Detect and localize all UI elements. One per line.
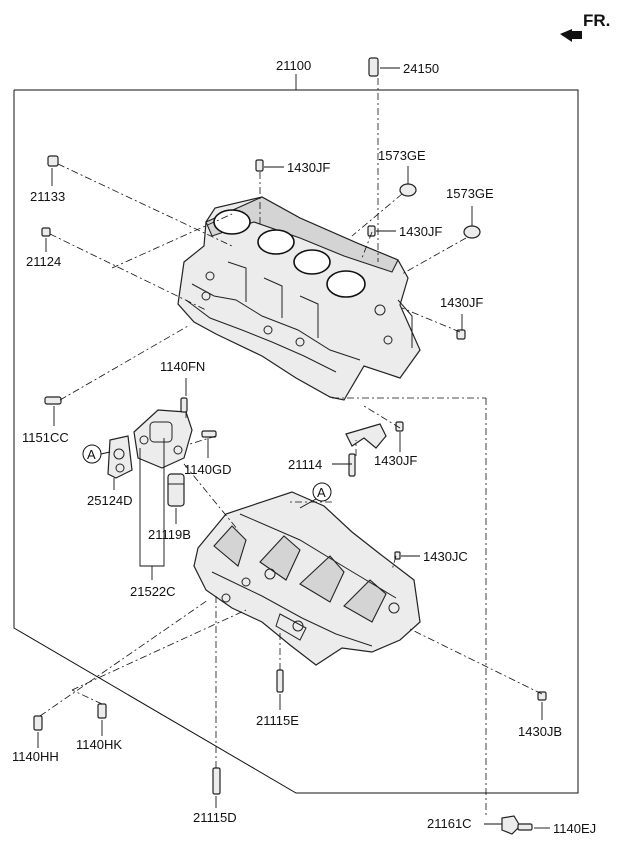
- leader-lines: [37, 67, 550, 829]
- dowel-pin-right[interactable]: [456, 329, 466, 340]
- bolt-1140hk[interactable]: [97, 703, 107, 719]
- expansion-plug-left[interactable]: [399, 183, 417, 197]
- part-label-1430jf-cap[interactable]: 1430JF: [374, 453, 417, 468]
- dowel-pin-1430jc[interactable]: [394, 551, 401, 560]
- bearing-cap-21114[interactable]: [345, 423, 387, 449]
- oil-jet-21161c[interactable]: [501, 815, 521, 835]
- part-label-1430jf-right[interactable]: 1430JF: [440, 295, 483, 310]
- plug-21124[interactable]: [41, 227, 51, 237]
- oil-filter-bracket[interactable]: [133, 409, 193, 469]
- bolt-21114[interactable]: [348, 453, 356, 477]
- part-label-1151cc[interactable]: 1151CC: [22, 430, 69, 445]
- part-label-21161c[interactable]: 21161C: [427, 816, 472, 831]
- installation-lines: [39, 78, 543, 818]
- dowel-pin-24150[interactable]: [368, 57, 379, 77]
- part-labels: 24150 1430JF 1573GE 1573GE 21133 1430JF …: [12, 61, 596, 836]
- cylinder-block[interactable]: [177, 196, 421, 401]
- part-label-1140fn[interactable]: 1140FN: [160, 359, 205, 374]
- part-label-21115d[interactable]: 21115D: [193, 810, 237, 825]
- oil-filter-gasket[interactable]: [107, 435, 133, 479]
- reference-callout-left: A: [82, 444, 111, 464]
- reference-callout-left-label: A: [87, 447, 96, 462]
- reference-callout-right: A: [299, 482, 332, 509]
- assembly-number: 21100: [276, 58, 311, 73]
- dowel-pin-top[interactable]: [255, 159, 264, 172]
- part-label-1140hh[interactable]: 1140HH: [12, 749, 59, 764]
- part-label-24150[interactable]: 24150: [403, 61, 439, 76]
- part-label-1430jb[interactable]: 1430JB: [518, 724, 562, 739]
- reference-callout-right-label: A: [317, 485, 326, 500]
- part-label-1430jf-top[interactable]: 1430JF: [287, 160, 330, 175]
- part-label-1140hk[interactable]: 1140HK: [76, 737, 122, 752]
- part-label-21119b[interactable]: 21119B: [148, 527, 191, 542]
- front-direction-indicator: FR.: [560, 11, 610, 42]
- part-label-21115e[interactable]: 21115E: [256, 713, 299, 728]
- part-label-1573ge-right[interactable]: 1573GE: [446, 186, 494, 201]
- check-valve[interactable]: [167, 473, 185, 507]
- part-label-1573ge-left[interactable]: 1573GE: [378, 148, 426, 163]
- part-label-1140gd[interactable]: 1140GD: [184, 462, 231, 477]
- dowel-pin-cap[interactable]: [395, 421, 404, 432]
- part-label-1140ej[interactable]: 1140EJ: [553, 821, 596, 836]
- part-label-1430jc[interactable]: 1430JC: [423, 549, 468, 564]
- bolt-1140gd[interactable]: [201, 430, 217, 438]
- dowel-pin-1430jb[interactable]: [537, 691, 547, 701]
- part-label-1430jf-mid[interactable]: 1430JF: [399, 224, 442, 239]
- part-label-21133[interactable]: 21133: [30, 189, 65, 204]
- bolt-1140fn[interactable]: [180, 397, 188, 413]
- bolt-1140hh[interactable]: [33, 715, 43, 731]
- part-label-21522c[interactable]: 21522C: [130, 584, 176, 599]
- plug-21133[interactable]: [47, 155, 59, 167]
- assembly-frame: [13, 89, 579, 794]
- bolt-21115d[interactable]: [212, 767, 221, 795]
- stud-1151cc[interactable]: [44, 396, 62, 405]
- part-label-21124[interactable]: 21124: [26, 254, 61, 269]
- front-arrow-icon: [560, 29, 582, 42]
- part-label-21114[interactable]: 21114: [288, 457, 322, 472]
- lower-bedplate[interactable]: [193, 491, 421, 666]
- expansion-plug-right[interactable]: [463, 225, 481, 239]
- part-label-25124d[interactable]: 25124D: [87, 493, 133, 508]
- dowel-pin-mid[interactable]: [367, 225, 376, 237]
- bolt-21115e[interactable]: [276, 669, 284, 693]
- bolt-1140ej[interactable]: [517, 823, 533, 831]
- front-label: FR.: [583, 11, 610, 30]
